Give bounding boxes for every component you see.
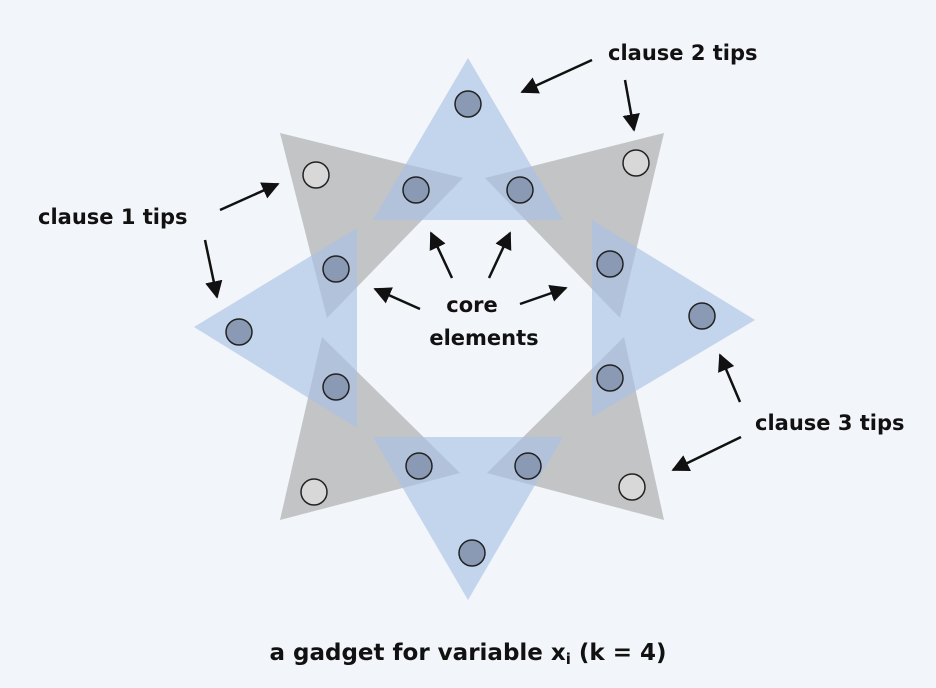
tip-element: [302, 161, 330, 189]
tip-element: [300, 478, 328, 506]
core-element: [322, 255, 350, 283]
blue-triangle-right: [592, 220, 755, 417]
arrow-clause3-b: [671, 435, 742, 472]
tip-element: [688, 302, 716, 330]
tip-element: [618, 473, 646, 501]
caption-subscript: i: [566, 650, 571, 668]
blue-triangle-top: [373, 58, 563, 220]
arrows: [203, 58, 742, 472]
tip-element: [454, 90, 482, 118]
caption-prefix: a gadget for variable x: [269, 640, 565, 666]
core-element: [405, 452, 433, 480]
blue-triangle-left: [194, 228, 357, 428]
core-element: [506, 176, 534, 204]
arrow-core-left: [373, 287, 421, 311]
tip-element: [622, 149, 650, 177]
arrow-core-right: [519, 284, 568, 306]
label-clause-2: clause 2 tips: [608, 41, 758, 65]
arrow-core-upright: [487, 231, 512, 279]
arrow-clause2-b: [622, 79, 640, 132]
arrow-clause1-b: [203, 239, 223, 299]
core-element: [514, 452, 542, 480]
tip-element: [225, 318, 253, 346]
tip-element: [458, 539, 486, 567]
caption-suffix: (k = 4): [571, 640, 667, 666]
label-core-line1: core: [446, 293, 497, 317]
label-core-line2: elements: [429, 326, 538, 350]
arrow-clause3-a: [718, 353, 742, 403]
arrow-core-upleft: [429, 231, 454, 279]
label-clause-3: clause 3 tips: [755, 411, 905, 435]
label-clause-1: clause 1 tips: [38, 205, 188, 229]
caption: a gadget for variable xi (k = 4): [269, 640, 666, 668]
core-element: [596, 250, 624, 278]
core-element: [596, 364, 624, 392]
core-elements: [322, 176, 624, 480]
arrow-clause2-a: [520, 58, 593, 94]
core-element: [322, 373, 350, 401]
arrow-clause1-a: [219, 182, 280, 212]
core-element: [402, 176, 430, 204]
tip-elements: [225, 90, 716, 567]
